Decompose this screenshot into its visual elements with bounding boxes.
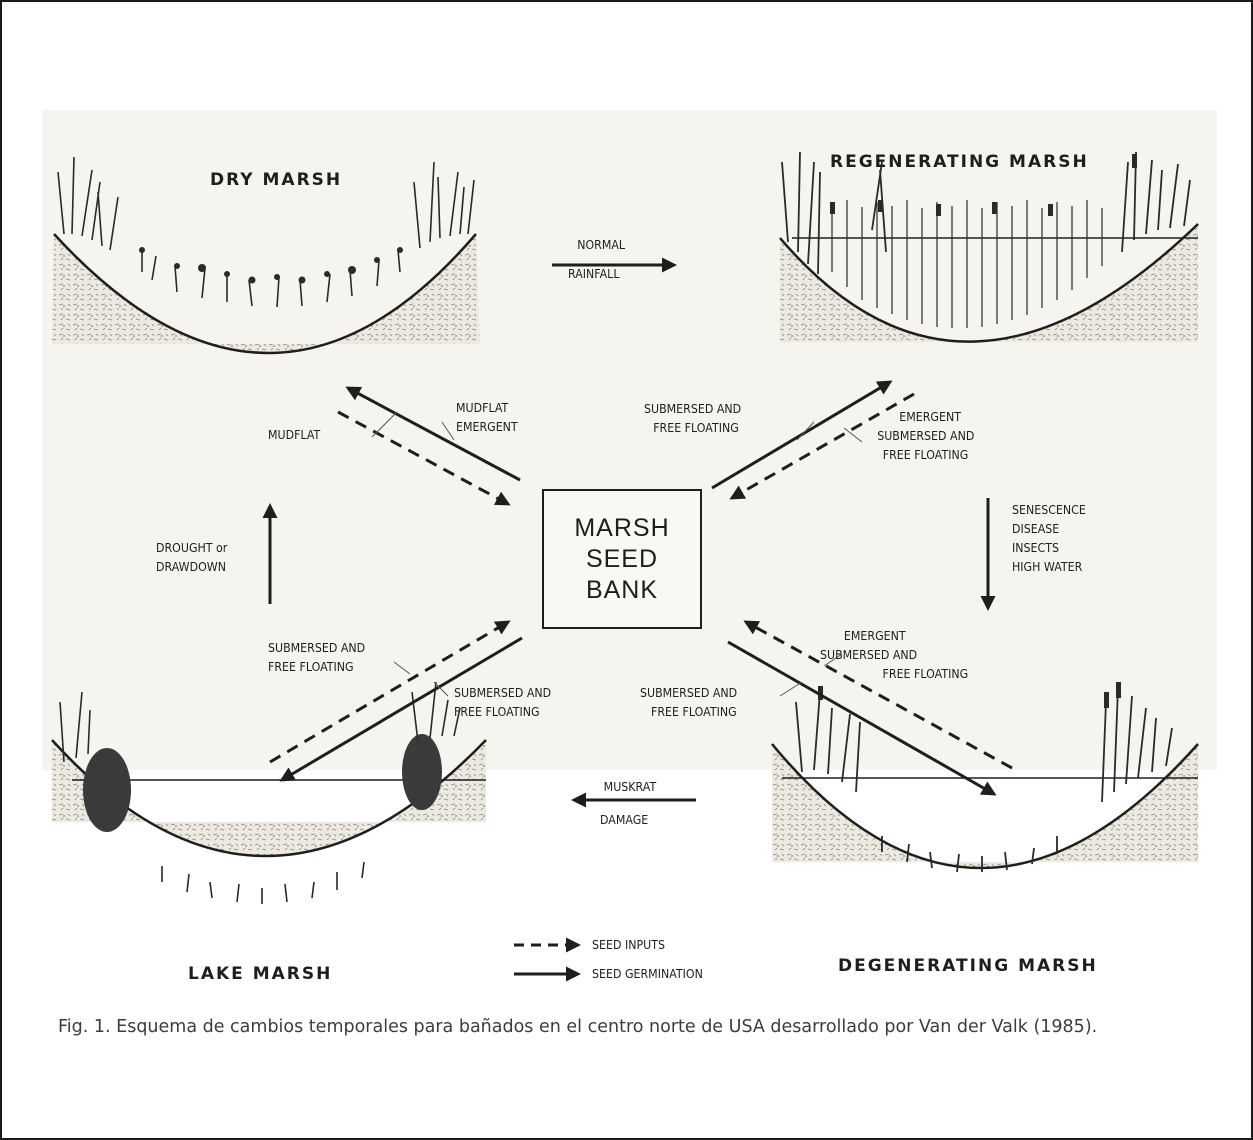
- seed-bank-line-3: BANK: [586, 575, 658, 606]
- degen-germination-label: SUBMERSED AND FREE FLOATING: [640, 684, 737, 722]
- legend-seed-germination: SEED GERMINATION: [592, 965, 703, 984]
- figure-caption: Fig. 1. Esquema de cambios temporales pa…: [58, 1014, 1198, 1040]
- degenerating-marsh-title: DEGENERATING MARSH: [838, 956, 1098, 976]
- legend-lines: [514, 945, 578, 974]
- drought-label: DROUGHT or DRAWDOWN: [156, 539, 227, 577]
- seed-bank-line-2: SEED: [586, 544, 658, 575]
- degen-inputs-label: EMERGENT SUBMERSED AND FREE FLOATING: [820, 627, 968, 684]
- lake-inputs-label: SUBMERSED AND FREE FLOATING: [268, 639, 365, 677]
- lake-marsh-illustration: [52, 682, 486, 904]
- senescence-label: SENESCENCE DISEASE INSECTS HIGH WATER: [1012, 501, 1086, 577]
- muskrat-label: MUSKRAT DAMAGE: [600, 778, 656, 830]
- marsh-seed-bank-box: MARSH SEED BANK: [542, 489, 702, 629]
- regenerating-marsh-illustration: [780, 152, 1198, 342]
- normal-rainfall-label: NORMAL RAINFALL: [568, 236, 625, 284]
- regen-germination-label: SUBMERSED AND FREE FLOATING: [644, 400, 741, 438]
- dry-mudflat-emergent-label: MUDFLAT EMERGENT: [456, 399, 518, 437]
- lake-germination-label: SUBMERSED AND FREE FLOATING: [454, 684, 551, 722]
- regen-inputs-label: EMERGENT SUBMERSED AND FREE FLOATING: [868, 408, 974, 465]
- degenerating-marsh-illustration: [772, 682, 1198, 872]
- dry-mudflat-label: MUDFLAT: [268, 426, 320, 445]
- lake-marsh-title: LAKE MARSH: [188, 964, 332, 984]
- seed-bank-line-1: MARSH: [574, 513, 669, 544]
- regenerating-marsh-title: REGENERATING MARSH: [830, 152, 1089, 172]
- dry-marsh-title: DRY MARSH: [210, 170, 342, 190]
- legend-seed-inputs: SEED INPUTS: [592, 936, 665, 955]
